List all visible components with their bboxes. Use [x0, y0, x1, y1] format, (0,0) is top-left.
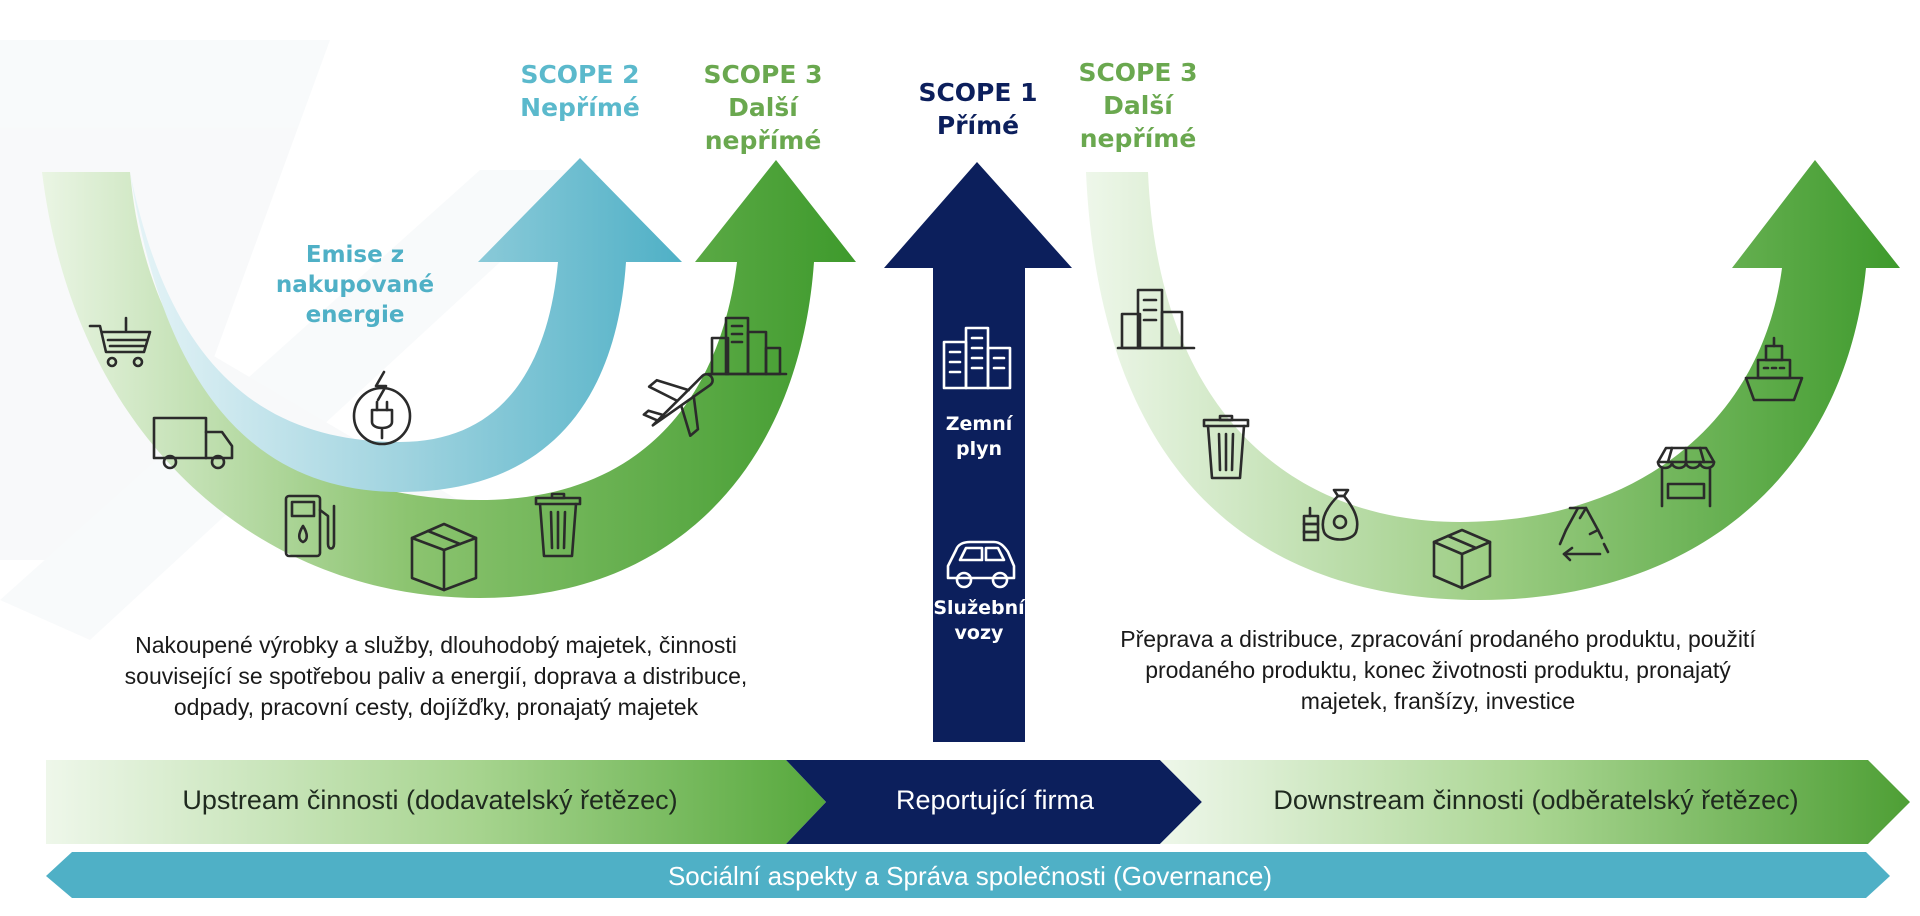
cargo-ship-icon	[1744, 336, 1804, 402]
scope3-downstream-line3: nepřímé	[1079, 124, 1197, 153]
downstream-band	[1160, 760, 1910, 844]
company-cars-line1: Služební	[933, 597, 1025, 619]
upstream-band-label: Upstream činnosti (dodavatelský řetězec)	[182, 785, 678, 815]
ev-charging-plug-icon	[352, 370, 412, 446]
scope3-downstream-arc	[1086, 160, 1900, 600]
downstream-description-line1: Přeprava a distribuce, zpracování prodan…	[1120, 626, 1756, 652]
scope1-arrow	[884, 162, 1072, 742]
cardboard-box-icon	[1432, 528, 1492, 590]
scope3-downstream-title: SCOPE 3	[1078, 58, 1198, 87]
scope3-downstream-header: SCOPE 3 Další nepřímé	[1068, 56, 1208, 155]
scope2-arc-label-line1: Emise z	[305, 242, 405, 268]
scope3-upstream-header: SCOPE 3 Další nepřímé	[693, 58, 833, 157]
scope3-upstream-arc	[42, 160, 856, 598]
company-band	[786, 760, 1202, 844]
downstream-description: Přeprava a distribuce, zpracování prodan…	[1078, 624, 1798, 717]
scope2-subtitle: Nepřímé	[520, 93, 640, 122]
scope3-downstream-line2: Další	[1103, 91, 1173, 120]
scope3-upstream-line3: nepřímé	[704, 126, 822, 155]
upstream-band	[46, 760, 826, 844]
scope1-header: SCOPE 1 Přímé	[908, 76, 1048, 142]
market-stall-icon	[1656, 446, 1716, 508]
airplane-icon	[642, 372, 714, 437]
governance-band	[46, 852, 1890, 898]
upstream-description-line1: Nakoupené výrobky a služby, dlouhodobý m…	[135, 632, 737, 658]
trash-bin-icon	[1202, 414, 1250, 480]
city-buildings-icon	[706, 316, 788, 376]
cardboard-box-icon	[410, 522, 478, 592]
scope3-upstream-line2: Další	[728, 93, 798, 122]
scope1-label-company-cars: Služební vozy	[928, 596, 1030, 646]
upstream-description-line3: odpady, pracovní cesty, dojížďky, pronaj…	[173, 694, 699, 720]
downstream-description-line2: prodaného produktu, konec životnosti pro…	[1145, 657, 1731, 683]
scope2-arc-label: Emise z nakupované energie	[270, 240, 440, 330]
money-bag-icon	[1302, 488, 1359, 542]
scope2-arc	[130, 158, 682, 492]
scope2-header: SCOPE 2 Nepřímé	[520, 58, 640, 124]
downstream-band-label: Downstream činnosti (odběratelský řetěze…	[1273, 785, 1799, 815]
office-buildings-icon	[942, 326, 1012, 390]
natural-gas-line1: Zemní	[945, 413, 1013, 435]
scope2-arc-label-line3: energie	[305, 302, 405, 328]
governance-band-label: Sociální aspekty a Správa společnosti (G…	[667, 861, 1273, 891]
scope2-title: SCOPE 2	[520, 60, 640, 89]
scope1-label-natural-gas: Zemní plyn	[933, 412, 1025, 462]
upstream-description: Nakoupené výrobky a služby, dlouhodobý m…	[86, 630, 786, 723]
trash-bin-icon	[534, 492, 582, 558]
upstream-description-line2: související se spotřebou paliv a energií…	[124, 663, 748, 689]
fuel-pump-icon	[284, 494, 336, 558]
scope1-title: SCOPE 1	[918, 78, 1038, 107]
downstream-description-line3: majetek, franšízy, investice	[1300, 688, 1576, 714]
recycle-icon	[1558, 506, 1610, 562]
natural-gas-line2: plyn	[955, 438, 1003, 460]
shopping-basket-icon	[88, 316, 152, 368]
scope3-upstream-title: SCOPE 3	[703, 60, 823, 89]
scope2-arc-label-line2: nakupované	[275, 272, 435, 298]
scope1-subtitle: Přímé	[936, 111, 1020, 140]
company-cars-line2: vozy	[954, 622, 1004, 644]
car-icon	[946, 540, 1016, 589]
delivery-truck-icon	[152, 416, 234, 470]
factory-icon	[1116, 288, 1196, 350]
company-band-label: Reportující firma	[895, 785, 1095, 815]
